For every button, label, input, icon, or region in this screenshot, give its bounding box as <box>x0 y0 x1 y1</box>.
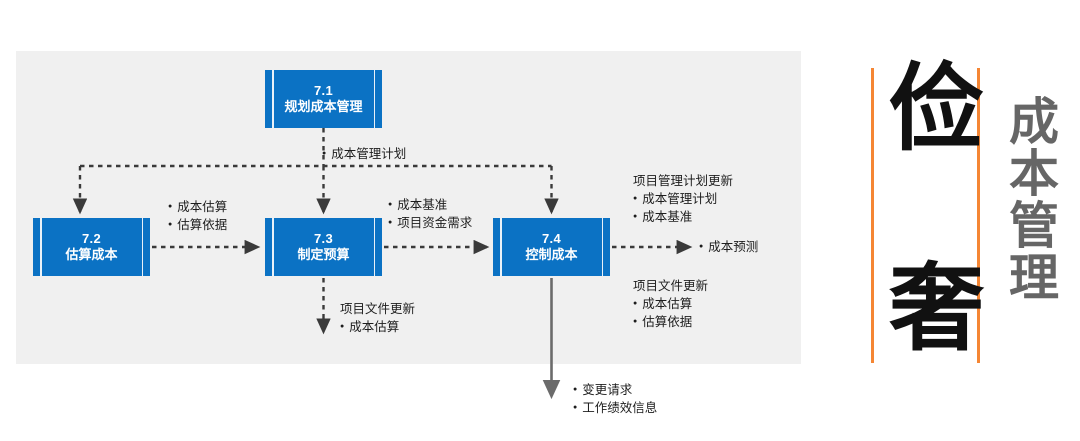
annotation-header: 项目文件更新 <box>340 302 416 316</box>
annotation-budget-outputs: 成本基准 项目资金需求 <box>388 196 472 232</box>
annotation-item: 估算依据 <box>168 216 227 234</box>
process-name: 估算成本 <box>65 247 118 262</box>
annotation-item: 估算依据 <box>633 313 708 331</box>
annotation-header: 项目管理计划更新 <box>633 174 734 188</box>
annotation-item: 成本基准 <box>388 196 472 214</box>
annotation-forecast-output: 成本预测 <box>699 236 758 255</box>
annotation-estimate-outputs: 成本估算 估算依据 <box>168 198 227 234</box>
annotation-item: 成本估算 <box>340 318 415 336</box>
accent-rule-left <box>871 68 874 363</box>
process-box-7-1[interactable]: 7.1 规划成本管理 <box>265 70 382 128</box>
process-name: 规划成本管理 <box>284 99 363 114</box>
vertical-title: 成本管理 <box>1001 95 1059 303</box>
big-character-top: 俭 <box>889 54 985 164</box>
annotation-item: 工作绩效信息 <box>573 399 657 417</box>
annotation-plan-output: 成本管理计划 <box>322 143 406 162</box>
annotation-item: 项目资金需求 <box>388 214 472 232</box>
process-number: 7.4 <box>542 231 561 247</box>
process-box-7-3[interactable]: 7.3 制定预算 <box>265 218 382 276</box>
annotation-header: 项目文件更新 <box>633 279 709 293</box>
annotation-item: 成本估算 <box>633 295 708 313</box>
annotation-control-outputs: 变更请求 工作绩效信息 <box>573 381 657 417</box>
annotation-item: 成本基准 <box>633 208 733 226</box>
annotation-doc-updates-budget: 项目文件更新 成本估算 <box>340 300 415 336</box>
process-box-7-4[interactable]: 7.4 控制成本 <box>493 218 610 276</box>
process-name: 控制成本 <box>525 247 578 262</box>
process-box-7-2[interactable]: 7.2 估算成本 <box>33 218 150 276</box>
annotation-doc-updates-control: 项目文件更新 成本估算 估算依据 <box>633 277 708 331</box>
accent-rule-right <box>977 68 980 363</box>
annotation-item: 成本估算 <box>168 198 227 216</box>
process-number: 7.1 <box>314 83 333 99</box>
process-number: 7.2 <box>82 231 101 247</box>
annotation-pm-plan-updates: 项目管理计划更新 成本管理计划 成本基准 <box>633 172 733 226</box>
annotation-item: 成本管理计划 <box>633 190 733 208</box>
process-name: 制定预算 <box>297 247 350 262</box>
annotation-item: 变更请求 <box>573 381 657 399</box>
big-character-bottom: 奢 <box>889 254 985 364</box>
process-number: 7.3 <box>314 231 333 247</box>
